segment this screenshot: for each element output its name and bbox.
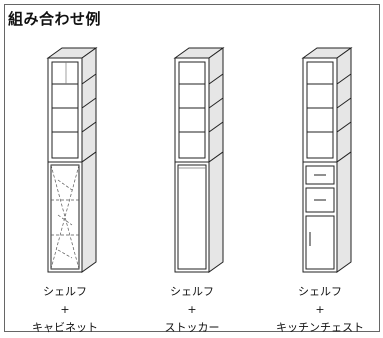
caption-bottom: キャビネット [32, 321, 98, 334]
caption-shelf-stocker: シェルフ + ストッカー [137, 283, 247, 337]
caption-plus: + [187, 303, 197, 316]
page-title: 組み合わせ例 [8, 10, 102, 28]
caption-bottom: キッチンチェスト [276, 321, 364, 334]
caption-top: シェルフ [298, 285, 342, 298]
unit-shelf-stocker [173, 47, 225, 273]
unit-shelf-cabinet [46, 47, 98, 273]
caption-bottom: ストッカー [164, 321, 220, 334]
caption-plus: + [60, 303, 70, 316]
caption-top: シェルフ [170, 285, 214, 298]
caption-shelf-kitchen-chest: シェルフ + キッチンチェスト [265, 283, 375, 337]
caption-shelf-cabinet: シェルフ + キャビネット [10, 283, 120, 337]
unit-shelf-kitchen-chest [301, 47, 353, 273]
caption-top: シェルフ [43, 285, 87, 298]
example-frame [4, 4, 380, 332]
caption-plus: + [315, 303, 325, 316]
